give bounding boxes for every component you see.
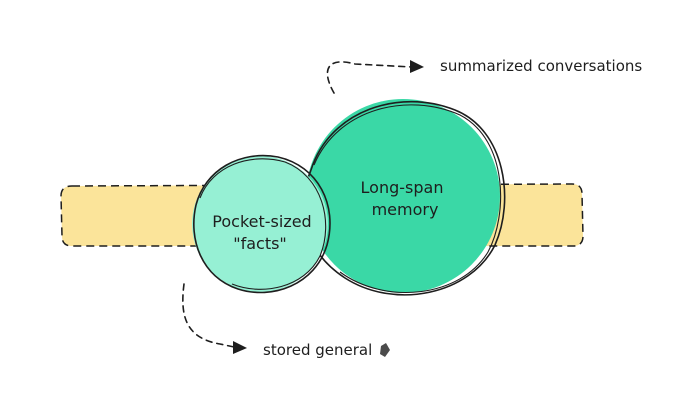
smudge-mark	[380, 343, 390, 357]
bottom-arrow	[182, 283, 247, 354]
top-annotation: summarized conversations	[440, 57, 642, 75]
pocket-line2: "facts"	[233, 234, 287, 253]
pocket-facts-circle	[192, 154, 331, 294]
longspan-line2: memory	[372, 200, 439, 219]
pocket-line1: Pocket-sized	[212, 212, 311, 231]
longspan-line1: Long-span	[361, 178, 444, 197]
bottom-annotation: stored general	[263, 341, 372, 359]
top-arrow	[326, 60, 424, 94]
